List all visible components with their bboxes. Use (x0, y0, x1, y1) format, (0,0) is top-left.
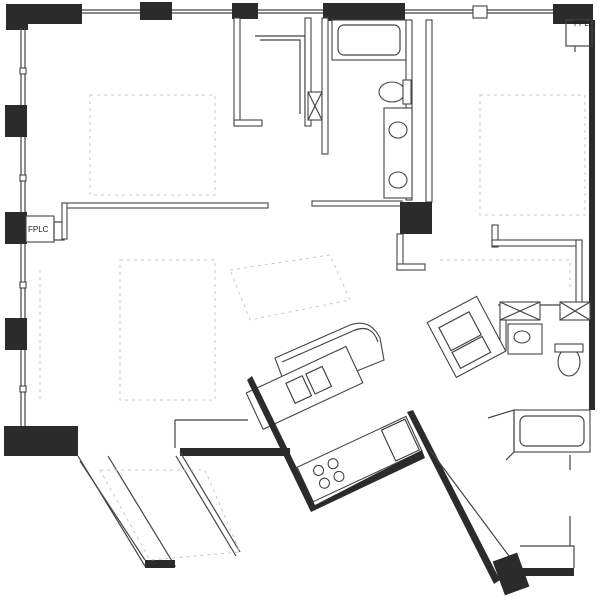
bathtub (331, 19, 407, 61)
kitchen-counter (245, 345, 364, 430)
bathtub (513, 409, 591, 453)
sink (388, 171, 408, 189)
kitchen (174, 322, 425, 512)
master-bath (331, 19, 433, 203)
second-bath (487, 301, 591, 470)
hall-closet (233, 17, 329, 155)
faint-room-outlines (39, 94, 586, 401)
bedroom-fireplace: FPLC (574, 19, 595, 28)
exterior-left-wall (4, 28, 78, 456)
column (400, 202, 432, 234)
exterior-right-wall (565, 19, 595, 410)
balcony (77, 451, 241, 568)
south-east-wall (407, 410, 575, 596)
bedroom-partition (491, 224, 583, 307)
fireplace-label-bedroom: FPLC (574, 19, 595, 28)
burner (318, 477, 331, 489)
sink (513, 330, 531, 344)
burner (333, 470, 345, 482)
fireplace-label: FPLC (28, 225, 49, 234)
living-partition (61, 200, 403, 240)
wall-stub (396, 263, 426, 271)
living-fireplace: FPLC (25, 215, 65, 243)
laundry-closet (426, 295, 507, 379)
toilet (378, 81, 406, 103)
burner (327, 458, 339, 470)
burner (313, 464, 325, 477)
sink (388, 121, 408, 139)
exterior-top-wall (6, 2, 593, 30)
window-ticks-left (19, 67, 27, 393)
